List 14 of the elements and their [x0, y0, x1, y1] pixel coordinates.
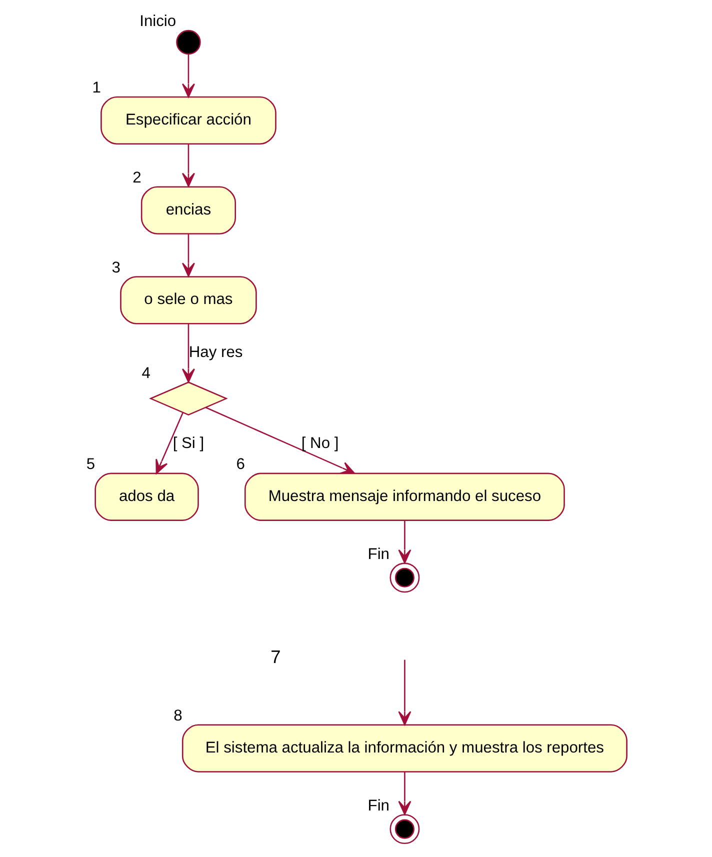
node-label: Fin [367, 797, 390, 814]
node-label: 4 [141, 364, 150, 382]
node-label: 2 [132, 169, 141, 186]
node-label: Inicio [139, 13, 176, 30]
node-label: 8 [173, 707, 182, 724]
edge-label: [ No ] [300, 435, 338, 452]
label: 7 [270, 646, 280, 668]
node-label: 3 [111, 259, 120, 276]
node-label: Fin [367, 546, 390, 563]
node-label: 6 [236, 456, 244, 474]
edge-label: Hay res [188, 344, 242, 361]
edge-label: [ Si ] [172, 435, 204, 452]
node-label: 5 [86, 456, 95, 474]
node-label: 1 [92, 80, 100, 97]
